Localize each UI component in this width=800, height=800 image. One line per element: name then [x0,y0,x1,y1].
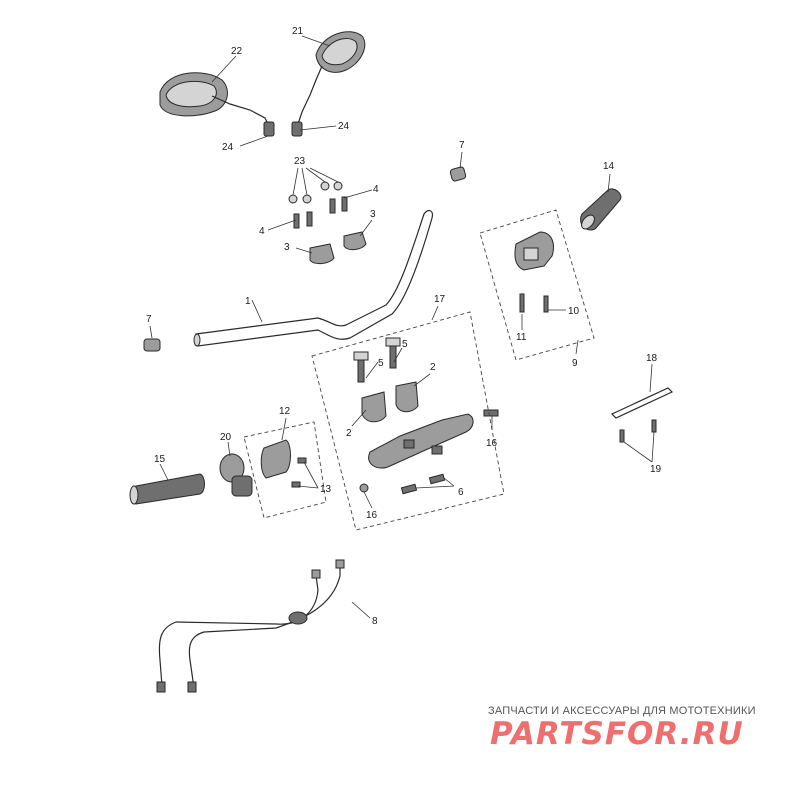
callout-4-right: 4 [373,184,379,195]
callout-4-left: 4 [259,226,265,237]
callout-20: 20 [220,432,232,443]
handlebar [193,209,433,347]
callout-7-top: 7 [459,140,465,151]
callout-23: 23 [294,156,306,167]
callout-3-right: 3 [370,209,376,220]
bar-end-weight-right [449,166,467,182]
callout-7-left: 7 [146,314,152,325]
callout-8: 8 [372,616,378,627]
callout-19: 19 [650,464,662,475]
callout-21: 21 [292,26,304,37]
callout-2-right: 2 [430,362,436,373]
callout-24-left: 24 [222,142,234,153]
switch-housing-right [514,231,554,313]
grip-left [129,473,205,505]
mirror-left [159,72,275,137]
bolt-set-23 [288,181,348,229]
callout-3-left: 3 [284,242,290,253]
watermark-caption: ЗАПЧАСТИ И АКСЕССУАРЫ ДЛЯ МОТОТЕХНИКИ [488,705,756,717]
callout-10: 10 [568,306,580,317]
clamp-pair-3 [309,231,367,265]
group-box-9 [479,209,595,361]
callout-5-right: 5 [402,339,408,350]
callout-16-right: 16 [486,438,498,449]
group-box-17 [311,311,505,531]
callout-24-right: 24 [338,121,350,132]
throttle-housing [219,453,253,497]
callout-15: 15 [154,454,166,465]
callout-16-bottom: 16 [366,510,378,521]
callout-2-left: 2 [346,428,352,439]
switch-housing-left [260,439,307,488]
callout-labels: 1 2 2 3 3 4 4 5 5 6 7 7 8 9 10 11 12 13 … [146,26,662,627]
throttle-cables [156,559,345,693]
mirror-right [291,31,366,137]
callout-9: 9 [572,358,578,369]
callout-5-left: 5 [378,358,384,369]
bar-end-weight-left [143,338,161,352]
callout-18: 18 [646,353,658,364]
callout-22: 22 [231,46,243,57]
grip-right [580,188,622,231]
callout-1: 1 [245,296,251,307]
leader-lines [149,35,655,619]
callout-13: 13 [320,484,332,495]
watermark-logo: PARTSFOR.RU [490,716,744,752]
callout-6: 6 [458,487,464,498]
callout-14: 14 [603,161,615,172]
top-clamp-assembly [353,337,499,495]
cable-guide [610,387,674,443]
callout-12: 12 [279,406,291,417]
callout-11: 11 [516,332,527,343]
callout-17: 17 [434,294,446,305]
